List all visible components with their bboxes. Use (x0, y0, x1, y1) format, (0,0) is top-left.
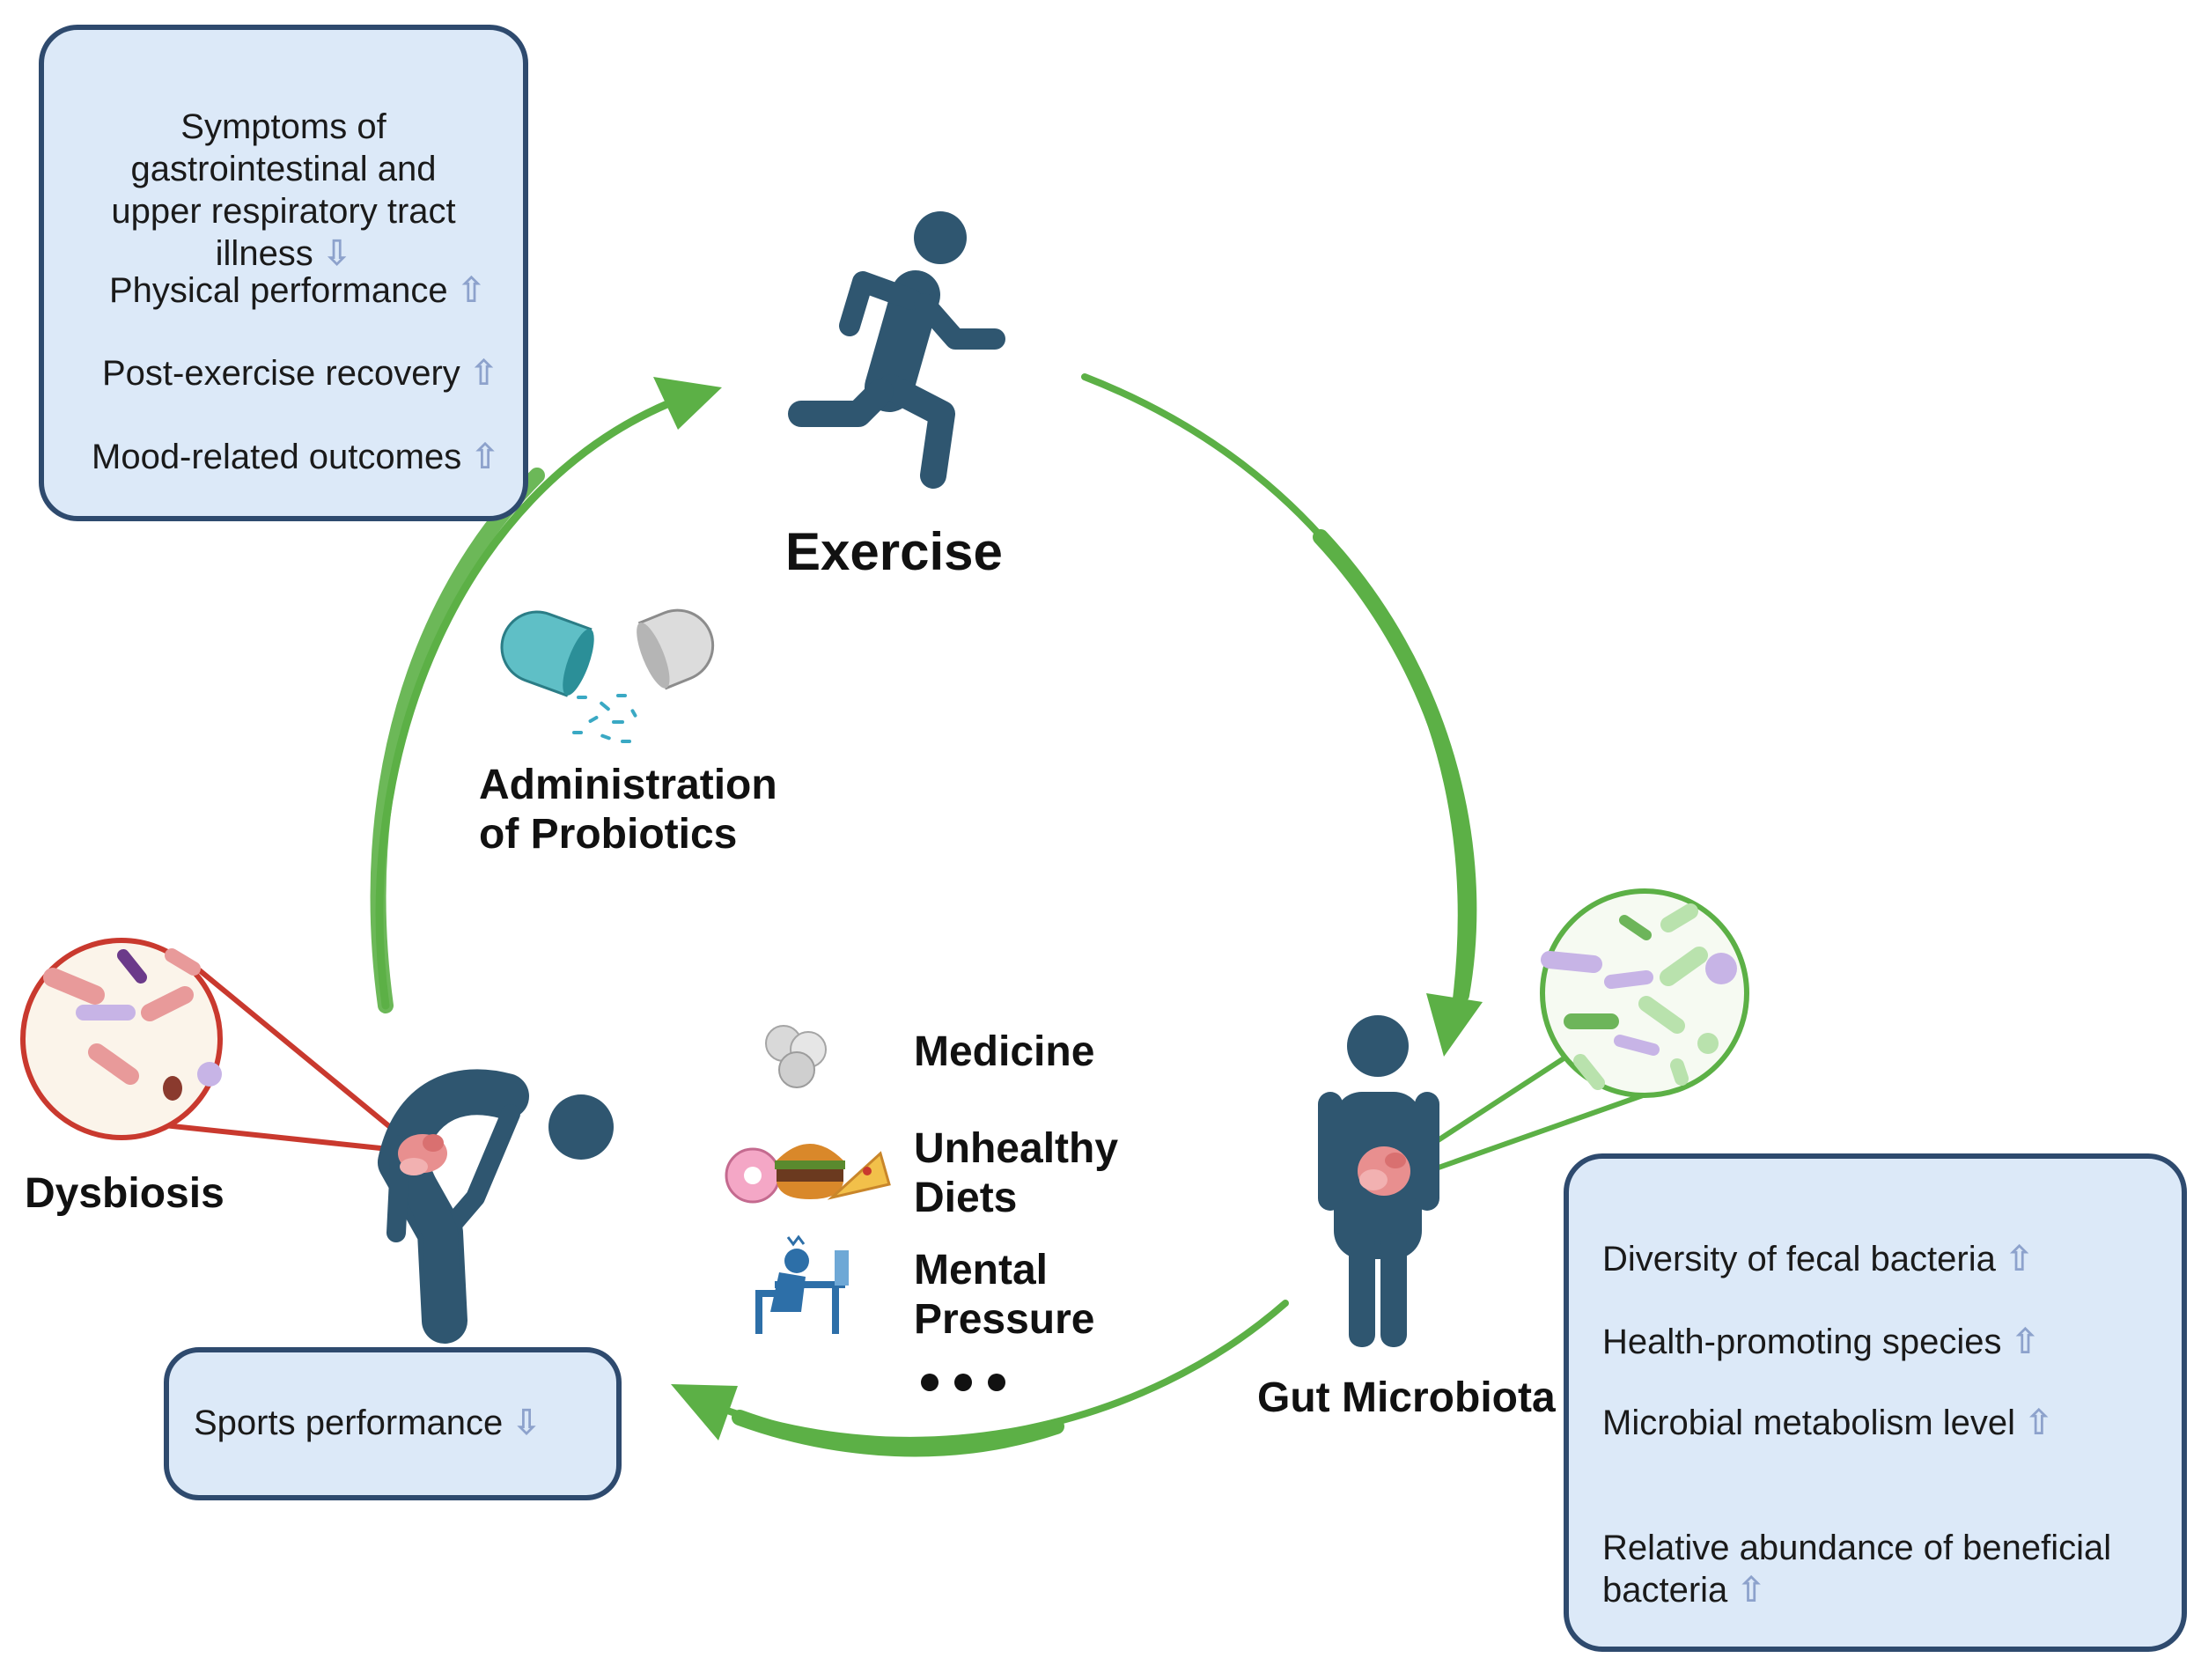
standing-person-icon (1318, 1015, 1439, 1347)
microbiota-fecal-diversity: Diversity of fecal bacteria⇧ (1602, 1238, 2034, 1280)
outcome-gi-urt-illness-text: Symptoms of gastrointestinal and upper r… (111, 107, 456, 273)
microbiota-beneficial-abundance: Relative abundance of beneficial bacteri… (1602, 1485, 2111, 1611)
up-arrow-icon: ⇧ (2024, 1404, 2054, 1442)
junk-food-icon (725, 1144, 891, 1204)
cycle-arrow-to-gut (1081, 373, 1483, 1057)
sports-performance-item: Sports performance⇩ (194, 1402, 541, 1444)
microbiota-beneficial-abundance-text: Relative abundance of beneficial bacteri… (1602, 1529, 2112, 1610)
up-arrow-icon: ⇧ (456, 271, 487, 310)
outcome-post-exercise-recovery: Post-exercise recovery⇧ (102, 352, 498, 394)
up-arrow-icon: ⇧ (2010, 1323, 2041, 1361)
pills-icon (765, 1025, 827, 1088)
up-arrow-icon: ⇧ (1736, 1571, 1766, 1610)
probiotics-label-line2: of Probiotics (479, 811, 738, 858)
gut-microbiota-zoom-lens (1402, 888, 1749, 1181)
up-arrow-icon: ⇧ (470, 438, 500, 476)
down-arrow-icon: ⇩ (321, 234, 352, 273)
up-arrow-icon: ⇧ (468, 354, 499, 393)
microbiota-metabolism-level: Microbial metabolism level⇧ (1602, 1402, 2054, 1444)
outcome-mood-related-text: Mood-related outcomes (92, 438, 462, 476)
factor-medicine-label: Medicine (914, 1028, 1095, 1075)
gut-microbiota-label: Gut Microbiota (1257, 1374, 1556, 1421)
probiotics-label-line1: Administration (479, 762, 777, 808)
cycle-arrow-to-dysbiosis (671, 1300, 1289, 1457)
factor-mental-pressure-line2: Pressure (914, 1296, 1095, 1343)
outcome-gi-urt-illness: Symptoms of gastrointestinal and upper r… (53, 63, 514, 275)
sports-performance-text: Sports performance (194, 1404, 504, 1442)
cycle-arrow-to-exercise (370, 377, 722, 1013)
up-arrow-icon: ⇧ (2004, 1240, 2035, 1278)
outcome-post-exercise-recovery-text: Post-exercise recovery (102, 354, 460, 393)
outcome-mood-related: Mood-related outcomes⇧ (92, 436, 500, 478)
stressed-worker-icon (755, 1234, 849, 1334)
factor-mental-pressure-line1: Mental (914, 1247, 1049, 1293)
down-arrow-icon: ⇩ (512, 1404, 541, 1442)
running-person-icon (788, 211, 1005, 489)
factor-unhealthy-diets-line1: Unhealthy (914, 1125, 1119, 1172)
outcome-physical-performance: Physical performance⇧ (109, 269, 486, 312)
factor-unhealthy-diets-line2: Diets (914, 1175, 1018, 1221)
microbiota-fecal-diversity-text: Diversity of fecal bacteria (1602, 1240, 1996, 1278)
microbiota-outcomes-box (1564, 1153, 2187, 1652)
microbiota-health-promoting-species: Health-promoting species⇧ (1602, 1321, 2040, 1363)
probiotic-capsule-icon (500, 608, 715, 743)
dysbiosis-label: Dysbiosis (25, 1170, 225, 1217)
outcome-physical-performance-text: Physical performance (109, 271, 448, 310)
bent-over-person-icon (378, 1069, 614, 1344)
sports-performance-box (164, 1347, 622, 1500)
dysbiosis-zoom-lens (20, 938, 415, 1154)
exercise-outcomes-box (39, 25, 528, 521)
more-factors-ellipsis (921, 1374, 1021, 1396)
exercise-label: Exercise (785, 522, 1003, 581)
microbiota-metabolism-level-text: Microbial metabolism level (1602, 1404, 2016, 1442)
microbiota-health-promoting-species-text: Health-promoting species (1602, 1323, 2002, 1361)
